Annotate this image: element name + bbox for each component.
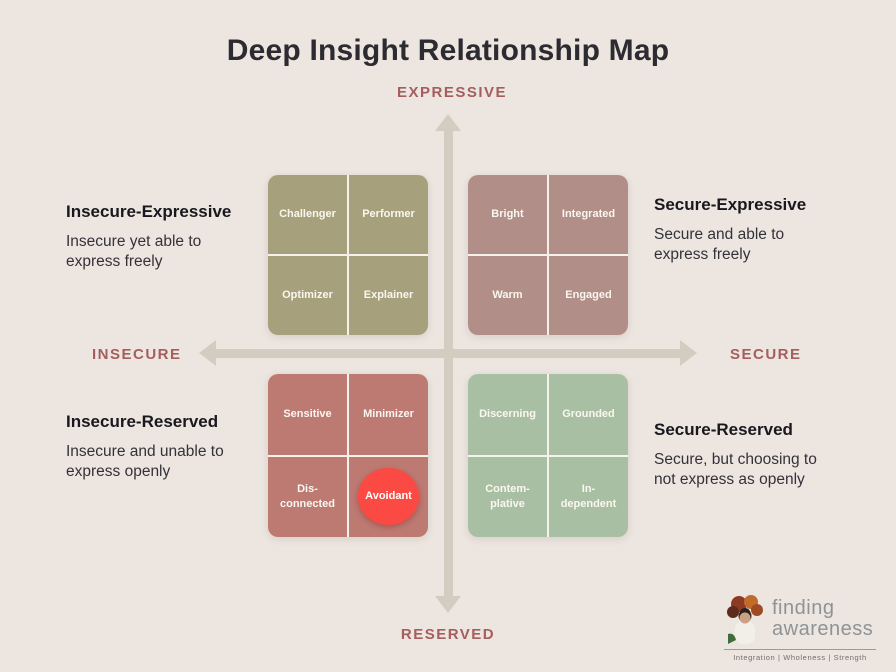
quadrant-insecure-expressive: Challenger Performer Optimizer Explainer [268,175,428,335]
cell-sensitive: Sensitive [268,374,347,455]
finding-awareness-logo: finding awareness Integration | Wholenes… [724,594,876,662]
cell-explainer: Explainer [349,256,428,335]
cell-grounded: Grounded [549,374,628,455]
cell-independent: In-dependent [549,456,628,537]
horizontal-axis-line [215,349,681,358]
logo-tree-person-icon [727,595,763,644]
logo-word-finding: finding [772,597,835,619]
label-block-insecure-expressive: Insecure-Expressive Insecure yet able to… [66,202,266,273]
quadrant-secure-reserved: Discerning Grounded Contem-plative In-de… [468,374,628,537]
quadrant-heading: Secure-Expressive [654,195,807,214]
axis-label-reserved: RESERVED [400,626,496,643]
quadrant-description: Secure and able to express freely [654,226,785,264]
axis-label-expressive: EXPRESSIVE [396,84,508,101]
cell-performer: Performer [349,175,428,254]
cell-minimizer: Minimizer [349,374,428,455]
arrow-up-icon [435,114,461,131]
logo-divider: Integration | Wholeness | Strength [724,649,876,662]
avoidant-highlight: Avoidant [357,468,420,526]
axis-label-insecure: INSECURE [92,346,182,363]
arrow-right-icon [680,340,697,366]
cell-disconnected: Dis-connected [268,456,347,537]
page-title: Deep Insight Relationship Map [226,34,670,67]
cell-contemplative: Contem-plative [468,456,547,537]
quadrant-description: Insecure yet able to express freely [66,233,202,271]
label-block-secure-expressive: Secure-Expressive Secure and able to exp… [654,195,854,266]
vertical-axis-line [444,130,453,597]
quadrant-insecure-reserved: Sensitive Minimizer Dis-connected Avoida… [268,374,428,537]
cell-avoidant-container: Avoidant [349,456,428,537]
logo-tagline: Integration | Wholeness | Strength [733,653,867,662]
cell-warm: Warm [468,256,547,335]
arrow-left-icon [199,340,216,366]
cell-bright: Bright [468,175,547,254]
axis-label-secure: SECURE [730,346,802,363]
cell-challenger: Challenger [268,175,347,254]
quadrant-secure-expressive: Bright Integrated Warm Engaged [468,175,628,335]
cell-engaged: Engaged [549,256,628,335]
arrow-down-icon [435,596,461,613]
cell-discerning: Discerning [468,374,547,455]
label-block-secure-reserved: Secure-Reserved Secure, but choosing to … [654,420,854,491]
quadrant-heading: Insecure-Reserved [66,412,219,431]
quadrant-description: Secure, but choosing to not express as o… [654,451,817,489]
cell-integrated: Integrated [549,175,628,254]
quadrant-heading: Secure-Reserved [654,420,793,439]
cell-optimizer: Optimizer [268,256,347,335]
quadrant-description: Insecure and unable to express openly [66,443,224,481]
quadrant-heading: Insecure-Expressive [66,202,232,221]
logo-wordmark: finding awareness [772,598,873,640]
logo-word-awareness: awareness [772,618,874,640]
label-block-insecure-reserved: Insecure-Reserved Insecure and unable to… [66,412,266,483]
